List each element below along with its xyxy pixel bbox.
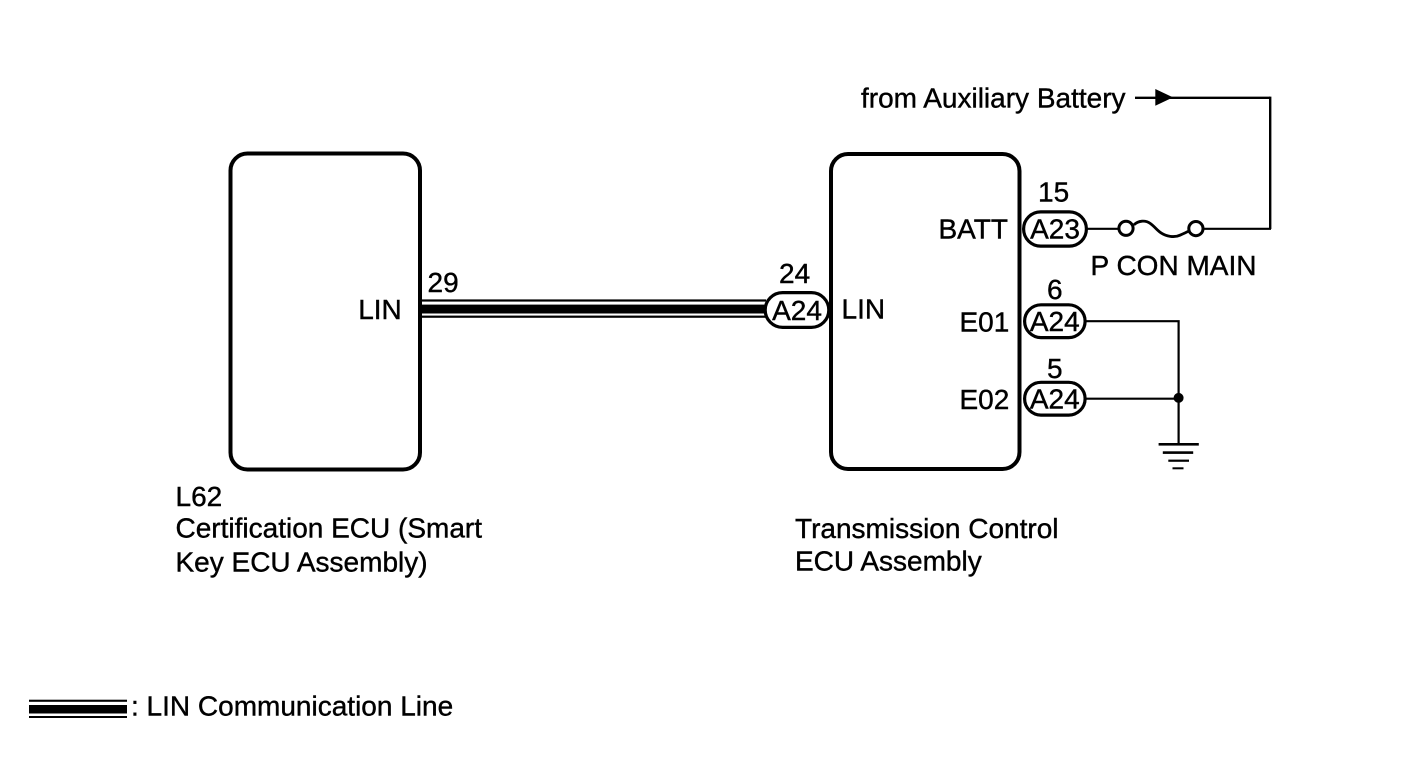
svg-text:: LIN Communication Line: : LIN Communication Line xyxy=(131,691,453,722)
svg-text:ECU Assembly: ECU Assembly xyxy=(795,546,982,577)
svg-text:5: 5 xyxy=(1047,353,1063,384)
svg-text:P CON MAIN: P CON MAIN xyxy=(1091,250,1257,281)
svg-text:BATT: BATT xyxy=(939,214,1008,245)
svg-text:24: 24 xyxy=(779,258,810,289)
svg-text:6: 6 xyxy=(1047,274,1063,305)
svg-text:A24: A24 xyxy=(1030,306,1080,337)
svg-text:E02: E02 xyxy=(960,384,1010,415)
svg-text:LIN: LIN xyxy=(842,294,886,325)
svg-text:Certification ECU (Smart: Certification ECU (Smart xyxy=(176,513,483,544)
svg-text:A24: A24 xyxy=(1030,384,1080,415)
svg-text:from Auxiliary Battery: from Auxiliary Battery xyxy=(861,83,1126,114)
svg-text:A24: A24 xyxy=(772,295,822,326)
svg-text:Transmission Control: Transmission Control xyxy=(795,513,1058,544)
svg-text:15: 15 xyxy=(1038,177,1069,208)
svg-text:A23: A23 xyxy=(1030,214,1080,245)
svg-text:E01: E01 xyxy=(960,307,1010,338)
svg-text:29: 29 xyxy=(428,267,459,298)
svg-text:LIN: LIN xyxy=(358,294,402,325)
svg-text:L62: L62 xyxy=(176,481,223,512)
svg-text:Key ECU Assembly): Key ECU Assembly) xyxy=(176,547,428,578)
